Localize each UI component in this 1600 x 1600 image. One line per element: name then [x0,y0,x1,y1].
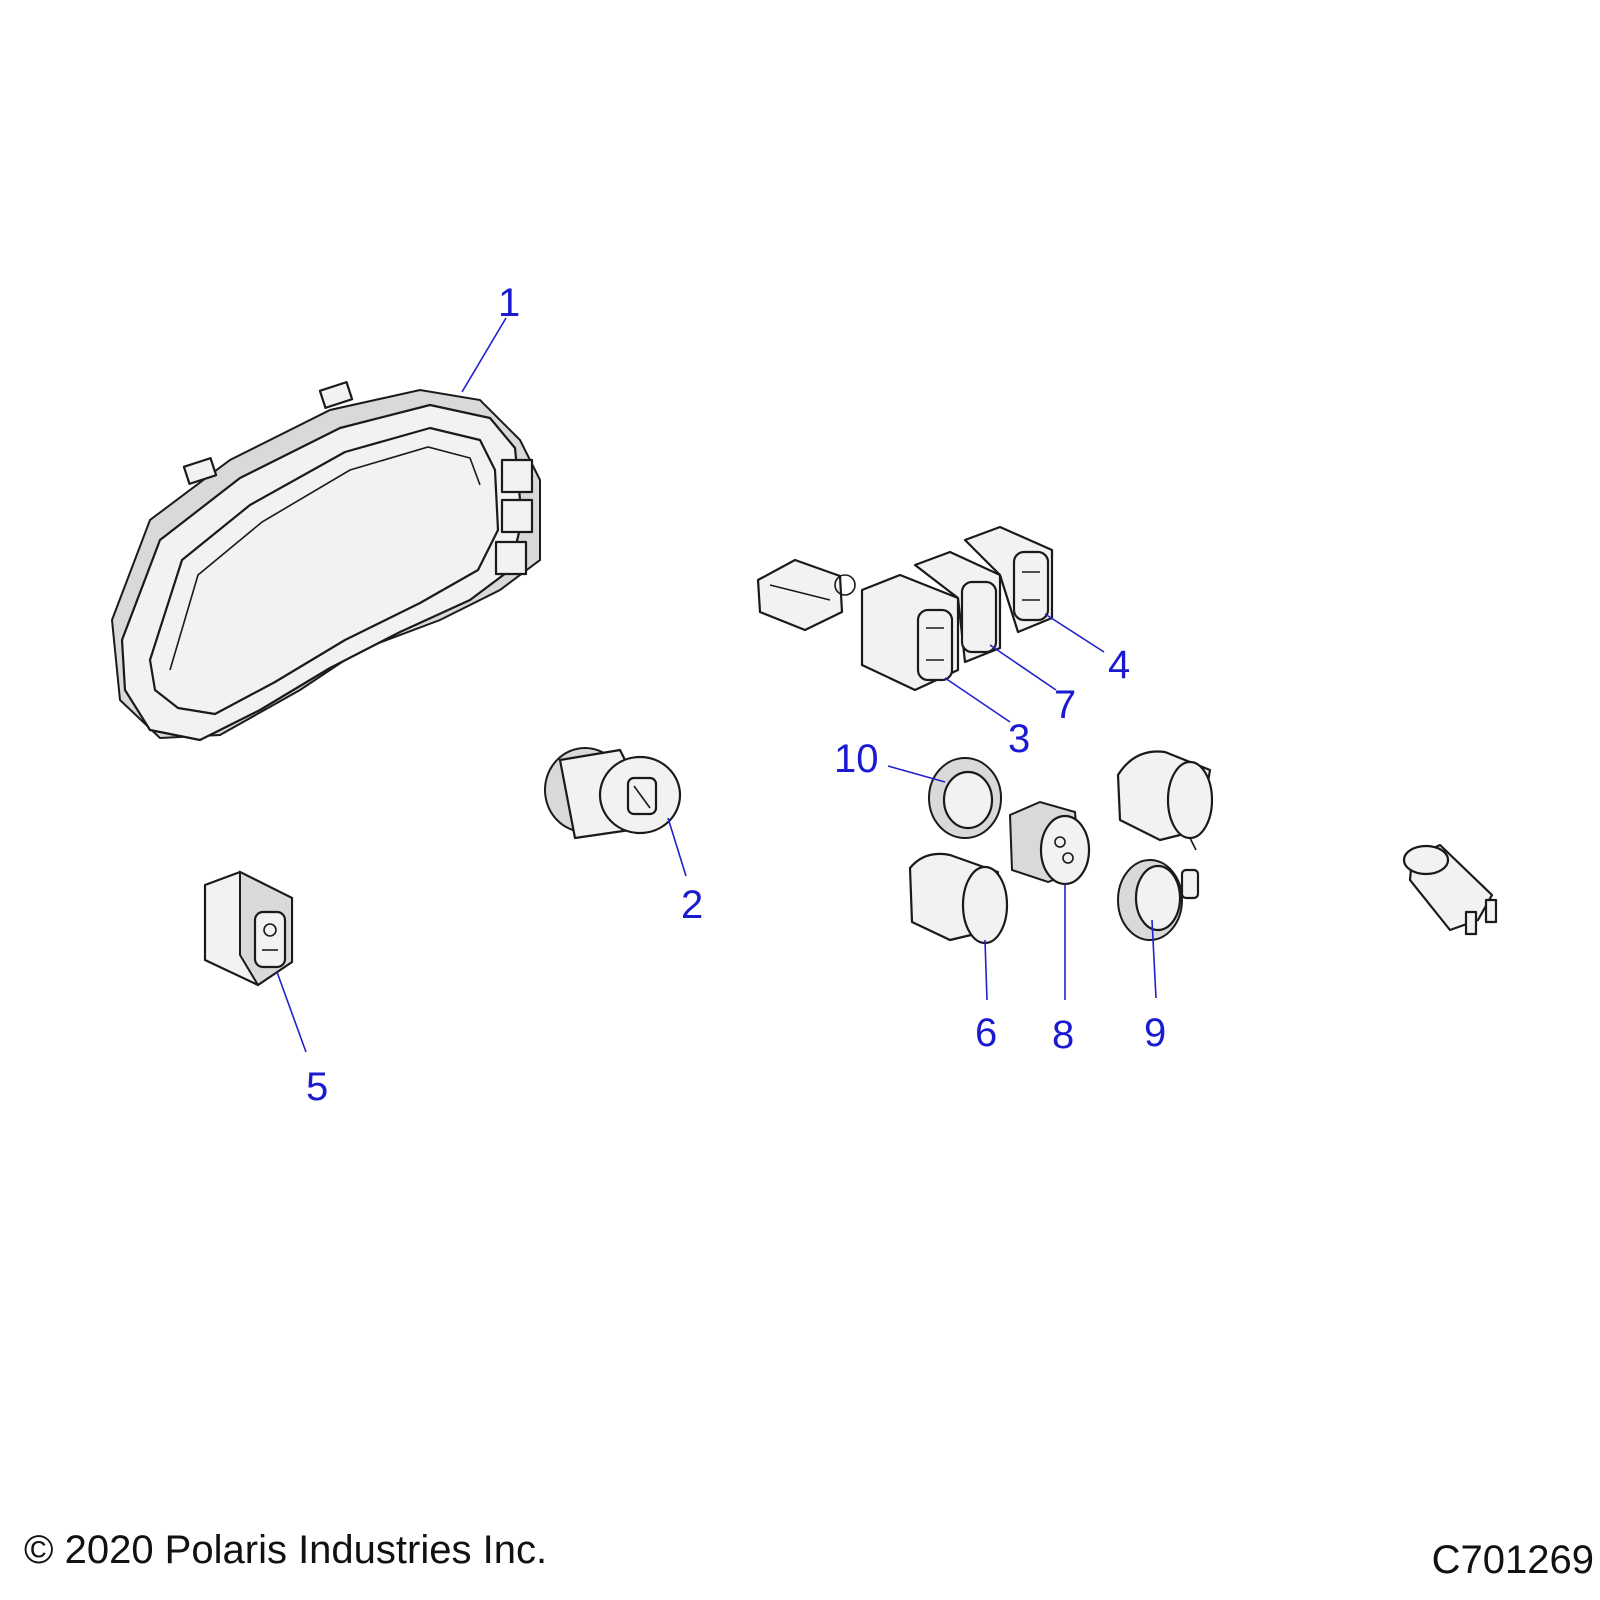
accessory-socket-upper [1116,750,1214,851]
callout-3: 3 [1008,717,1030,761]
rocker-switch-7 [913,550,1002,664]
diagram-id: C701269 [1431,1538,1594,1582]
callout-8: 8 [1052,1013,1074,1057]
callout-1: 1 [498,281,520,325]
socket-cap [1117,859,1200,941]
usb-socket [1008,800,1091,886]
callout-6: 6 [975,1011,997,1055]
callout-10: 10 [834,737,879,781]
power-socket-right [1402,843,1498,936]
leader-lines [276,317,1157,1053]
rocker-switch-left [203,870,294,987]
wiring-connector [756,558,856,632]
accessory-socket-6 [908,852,1009,945]
copyright-notice: © 2020 Polaris Industries Inc. [24,1528,548,1572]
rocker-switch-4 [963,525,1054,634]
callout-4: 4 [1108,643,1130,687]
callout-7: 7 [1054,683,1076,727]
callout-2: 2 [681,883,703,927]
rocker-switch-3 [860,573,960,692]
callout-5: 5 [306,1065,328,1109]
ring-nut [928,757,1002,839]
ignition-switch [544,747,682,840]
callout-9: 9 [1144,1011,1166,1055]
instrument-cluster [110,381,541,742]
